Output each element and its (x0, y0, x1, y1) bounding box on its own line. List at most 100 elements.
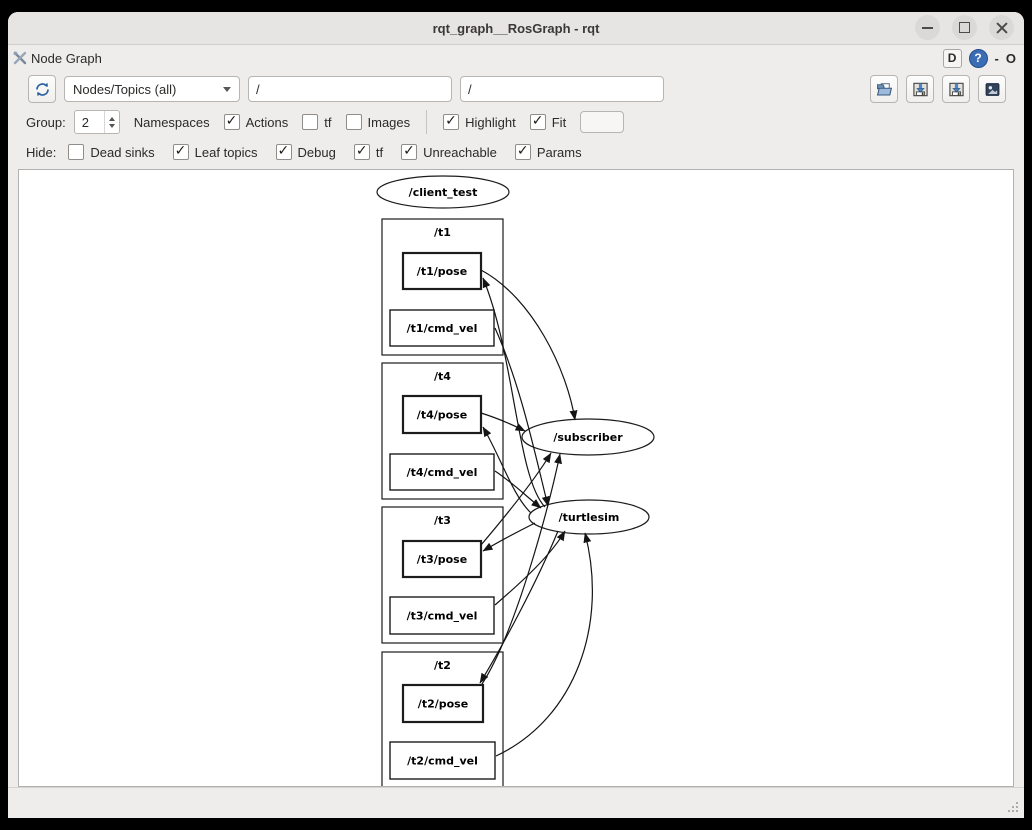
checkbox-indicator (353, 142, 370, 160)
load-dot-button[interactable] (870, 75, 898, 103)
maximize-button[interactable] (952, 15, 977, 40)
node-graph-svg: /t1/t1/pose/t1/cmd_vel/t4/t4/pose/t4/cmd… (376, 175, 655, 786)
help-button[interactable]: ? (968, 48, 988, 68)
topic-label: /t2/pose (418, 698, 468, 711)
save-dot-icon (912, 82, 928, 96)
plugin-titlebar: Node Graph D ? - O (8, 45, 1024, 71)
checkbox-indicator (529, 112, 546, 130)
graph-canvas[interactable]: /t1/t1/pose/t1/cmd_vel/t4/t4/pose/t4/cmd… (18, 169, 1014, 787)
topic-label: /t2/cmd_vel (407, 755, 478, 768)
save-svg-button[interactable] (942, 75, 970, 103)
node-filter-input[interactable] (248, 76, 452, 102)
dock-button[interactable]: D (942, 48, 962, 68)
collapse-plugin-button[interactable]: - (994, 50, 999, 66)
save-svg-icon (948, 82, 964, 96)
edge-/t2/cmd_vel-to-/turtlesim (495, 532, 593, 757)
group-label: Group: (26, 114, 66, 130)
hide-row: Hide: Dead sinks Leaf topics Debug tf Un… (8, 137, 1024, 167)
group-value: 2 (81, 114, 89, 130)
node-label: /client_test (409, 186, 478, 199)
checkbox-label: Images (367, 114, 411, 130)
plugin-title: Node Graph (31, 50, 102, 66)
edge-/t2/pose-to-/subscriber (481, 453, 562, 685)
edge-/turtlesim-to-/t1/pose (482, 277, 546, 508)
edge-/turtlesim-to-/t4/pose (482, 426, 532, 514)
topic-box-/t3/cmd_vel (389, 596, 495, 635)
topic-label: /t4/pose (417, 409, 467, 422)
spinbox-arrows[interactable] (103, 111, 119, 133)
topic-filter-input[interactable] (460, 76, 664, 102)
close-button[interactable] (989, 15, 1014, 40)
namespace-label: /t2 (434, 659, 451, 672)
checkbox-highlight[interactable]: Highlight (443, 112, 516, 130)
checkbox-debug[interactable]: Debug (275, 142, 336, 160)
checkbox-fit[interactable]: Fit (529, 112, 567, 130)
checkbox-unreachable[interactable]: Unreachable (401, 142, 497, 160)
node-ellipse-/subscriber (521, 418, 655, 456)
close-icon (996, 22, 1008, 34)
checkbox-label: tf (375, 144, 384, 160)
namespace-label: /t1 (434, 226, 451, 239)
checkbox-indicator (275, 142, 292, 160)
edge-/t1/pose-to-/subscriber (480, 269, 578, 421)
topic-label: /t3/pose (417, 553, 467, 566)
checkbox-images[interactable]: Images (345, 114, 411, 130)
refresh-button[interactable] (28, 75, 56, 103)
checkbox-label: Leaf topics (194, 144, 258, 160)
checkbox-params[interactable]: Params (514, 142, 582, 160)
checkbox-label: Highlight (465, 114, 516, 130)
checkbox-tf-hide[interactable]: tf (353, 142, 384, 160)
checkbox-label: Actions (245, 114, 289, 130)
namespace-label: /t3 (434, 514, 451, 527)
edge-/t4/cmd_vel-to-/turtlesim (494, 470, 542, 509)
spin-up-icon (108, 116, 115, 121)
edge-/turtlesim-to-/t2/pose (479, 530, 559, 684)
edge-/t4/pose-to-/subscriber (480, 412, 526, 432)
graph-toolbar: Nodes/Topics (all) (8, 71, 1024, 107)
topic-box-/t4/pose (401, 394, 483, 435)
checkbox-label: Fit (551, 114, 567, 130)
refresh-icon (35, 82, 49, 96)
topic-label: /t1/cmd_vel (407, 322, 478, 335)
checkbox-leaf-topics[interactable]: Leaf topics (172, 142, 258, 160)
topic-label: /t4/cmd_vel (407, 466, 478, 479)
namespace-label: /t4 (434, 370, 451, 383)
checkbox-dead-sinks[interactable]: Dead sinks (68, 144, 155, 160)
rqt-window: rqt_graph__RosGraph - rqt Node Graph D ?… (8, 12, 1024, 818)
checkbox-indicator (68, 144, 85, 160)
group-spinbox[interactable]: 2 (73, 110, 120, 134)
spin-down-icon (108, 123, 115, 128)
resize-grip-icon[interactable] (1006, 800, 1019, 813)
minimize-button[interactable] (915, 15, 940, 40)
options-row: Group: 2 Namespaces Actions tf Images Hi… (8, 107, 1024, 137)
namespaces-label: Namespaces (133, 114, 210, 130)
window-titlebar[interactable]: rqt_graph__RosGraph - rqt (8, 12, 1024, 45)
window-title: rqt_graph__RosGraph - rqt (432, 20, 600, 36)
hide-label: Hide: (26, 144, 57, 160)
checkbox-indicator (172, 142, 189, 160)
node-label: /turtlesim (559, 511, 620, 524)
checkbox-actions[interactable]: Actions (223, 112, 289, 130)
topic-box-/t1/pose (401, 251, 483, 291)
rqt-plugin-icon (13, 51, 27, 65)
topic-box-/t3/pose (401, 539, 483, 579)
topic-label: /t1/pose (417, 265, 467, 278)
save-image-icon (985, 82, 999, 96)
save-image-button[interactable] (978, 75, 1006, 103)
close-plugin-button[interactable]: O (1005, 50, 1016, 66)
status-bar (8, 787, 1024, 818)
edge-/turtlesim-to-/t3/pose (482, 522, 536, 552)
chevron-down-icon (223, 86, 231, 92)
edge-/t3/pose-to-/subscriber (480, 452, 552, 546)
minimize-icon (922, 26, 933, 29)
checkbox-indicator (401, 142, 418, 160)
fit-level-field[interactable] (580, 111, 625, 133)
topic-box-/t2/cmd_vel (389, 741, 496, 780)
save-dot-button[interactable] (906, 75, 934, 103)
graph-type-select[interactable]: Nodes/Topics (all) (64, 76, 240, 102)
checkbox-indicator (514, 142, 531, 160)
checkbox-label: Dead sinks (90, 144, 155, 160)
checkbox-indicator (223, 112, 240, 130)
checkbox-label: Params (536, 144, 582, 160)
checkbox-tf-group[interactable]: tf (302, 114, 332, 130)
